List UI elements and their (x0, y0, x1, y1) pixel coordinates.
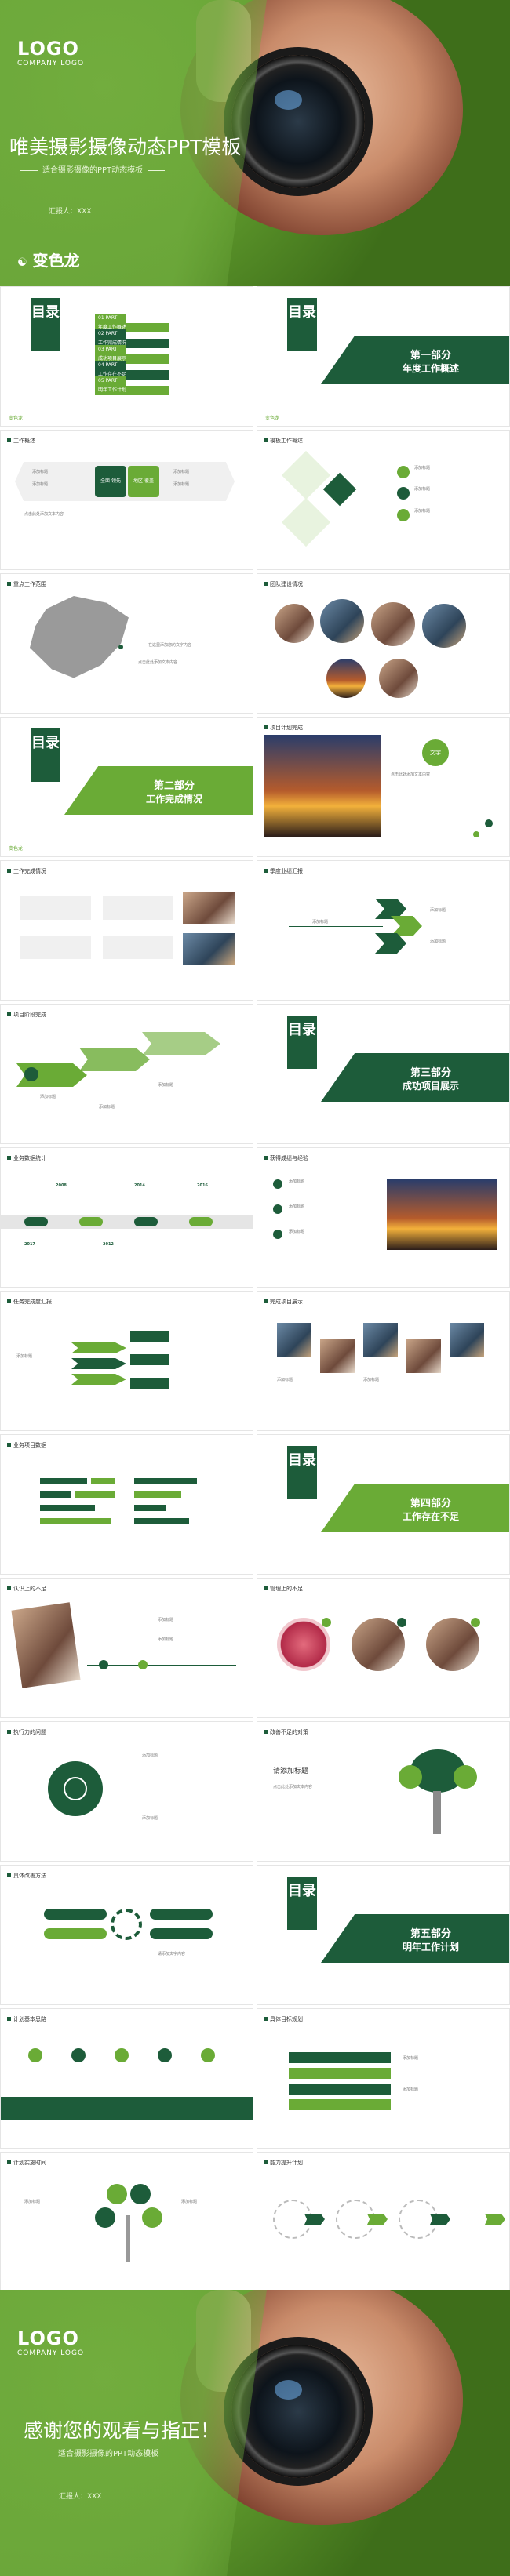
cover-subtitle: 适合摄影摄像的PPT动态模板 (16, 163, 169, 175)
cover-reporter: 汇报人：XXX (49, 208, 92, 216)
cover-title: 唯美摄影摄像动态PPT模板 (9, 136, 242, 158)
slide-toc[interactable]: 目录 01 PART年度工作概述 02 PART工作完成情况 03 PART成功… (0, 286, 253, 427)
slide-s5[interactable]: 项目计划完成 文字 点击此处添加文本内容 (257, 717, 510, 857)
slide-s2[interactable]: 模板工作概述 添加标题 添加标题 添加标题 (257, 430, 510, 570)
cover-slide: LOGO COMPANY LOGO 唯美摄影摄像动态PPT模板 适合摄影摄像的P… (0, 0, 510, 286)
slide-s13[interactable]: 业务项目数据 (0, 1434, 253, 1575)
slide-s15[interactable]: 管理上的不足 (257, 1578, 510, 1718)
slide-section-2[interactable]: 目录 第二部分工作完成情况 变色龙 (0, 717, 253, 857)
slide-s12[interactable]: 完成项目展示 添加标题 添加标题 (257, 1291, 510, 1431)
slide-s14[interactable]: 认识上的不足 添加标题 添加标题 (0, 1578, 253, 1718)
slide-s21[interactable]: 计划实施时间 添加标题 添加标题 (0, 2152, 253, 2292)
slide-s22[interactable]: 能力提升计划 (257, 2152, 510, 2292)
slide-s9[interactable]: 业务数据统计 2008 2014 2016 2017 2012 (0, 1147, 253, 1288)
slide-s20[interactable]: 具体目标规划 添加标题 添加标题 (257, 2008, 510, 2149)
slide-section-5[interactable]: 目录 第五部分明年工作计划 (257, 1865, 510, 2005)
slide-section-1[interactable]: 目录 第一部分年度工作概述 变色龙 (257, 286, 510, 427)
end-logo: LOGO COMPANY LOGO (17, 2327, 85, 2357)
end-reporter: 汇报人：XXX (59, 2493, 102, 2501)
gear-icon (111, 1909, 142, 1940)
slide-section-4[interactable]: 目录 第四部分工作存在不足 (257, 1434, 510, 1575)
slide-s16[interactable]: 执行力的问题 添加标题 添加标题 (0, 1721, 253, 1862)
slide-s7[interactable]: 季度业绩汇报 添加标题 添加标题 添加标题 (257, 860, 510, 1001)
slide-s10[interactable]: 获得成绩与经验 添加标题 添加标题 添加标题 (257, 1147, 510, 1288)
logo: LOGO COMPANY LOGO (17, 38, 85, 67)
brand-logo: ☯ 变色龙 (17, 251, 80, 270)
slide-section-3[interactable]: 目录 第三部分成功项目展示 (257, 1004, 510, 1144)
slide-s1[interactable]: 工作概述 全面 领先 地区 覆盖 添加标题 添加标题 添加标题 添加标题 点击此… (0, 430, 253, 570)
end-subtitle: 适合摄影摄像的PPT动态模板 (31, 2447, 185, 2458)
slide-s17[interactable]: 改善不足的对策 请添加标题 点击此处添加文本内容 (257, 1721, 510, 1862)
end-slide: LOGO COMPANY LOGO 感谢您的观看与指正！ 适合摄影摄像的PPT动… (0, 2290, 510, 2576)
slide-s19[interactable]: 计划基本思路 (0, 2008, 253, 2149)
end-title: 感谢您的观看与指正！ (24, 2419, 220, 2442)
slide-s4[interactable]: 团队建设情况 (257, 573, 510, 714)
slide-s3[interactable]: 重点工作范围 在这里添加您的文字内容 点击此处添加文本内容 (0, 573, 253, 714)
toc-heading: 目录 (31, 298, 60, 351)
slide-grid: 目录 01 PART年度工作概述 02 PART工作完成情况 03 PART成功… (0, 286, 510, 2292)
slide-s6[interactable]: 工作完成情况 (0, 860, 253, 1001)
lock-icon (64, 1777, 87, 1800)
china-map (30, 596, 129, 678)
slide-s11[interactable]: 任务完成度汇报 添加标题 (0, 1291, 253, 1431)
slide-s8[interactable]: 项目阶段完成 添加标题 添加标题 添加标题 (0, 1004, 253, 1144)
slide-s18[interactable]: 具体改善方法 请添加文字内容 (0, 1865, 253, 2005)
